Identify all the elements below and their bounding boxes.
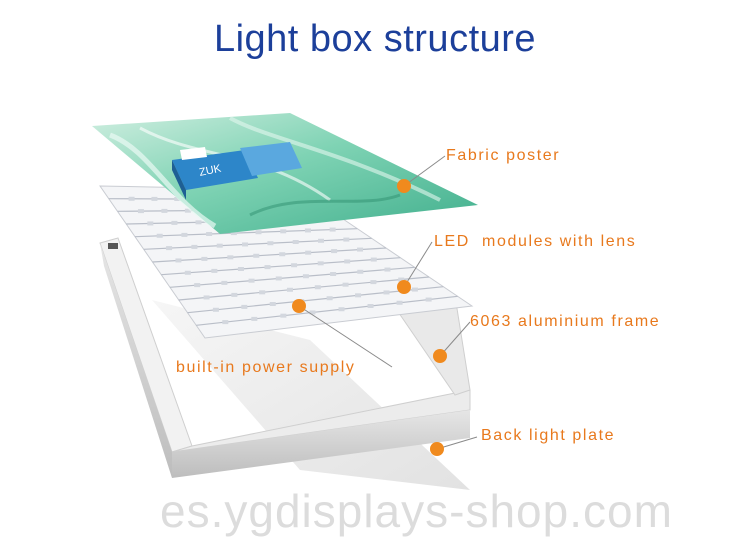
led-lens [174,197,181,201]
led-lens [211,268,218,273]
led-modules-label: LED modules with lens [434,233,637,250]
led-strip [169,266,415,288]
led-lens [355,293,362,298]
led-strip [178,276,430,301]
led-lens [338,307,345,312]
led-lens [253,253,260,258]
led-lens [147,221,154,226]
led-lens [151,196,158,201]
led-lens [269,302,276,306]
back-light-plate-label: Back light plate [481,427,616,444]
led-lens [227,255,234,260]
led-lens [344,259,351,264]
led-lens [314,285,321,290]
led-lens [425,297,432,302]
led-lens [216,243,223,248]
led-lens [156,233,163,238]
led-lens [280,313,287,318]
led-lens [330,272,337,276]
led-lens [326,296,333,301]
led-strip [152,247,387,263]
led-lens [309,310,316,315]
led-lens [230,231,237,236]
led-lens [291,263,298,268]
aluminium-frame-label: 6063 aluminium frame [470,313,661,330]
led-modules-marker [397,280,411,294]
led-lens [237,267,244,271]
back-plate-marker [430,442,444,456]
led-lens [206,232,213,236]
led-lens [370,257,377,262]
led-lens [128,196,135,201]
aluminium-frame [99,237,471,478]
led-lens [302,274,309,279]
watermark: es.ygdisplays-shop.com [160,485,673,537]
led-lens [329,227,336,232]
fabric-poster-label: Fabric poster [446,147,561,164]
led-lens [203,295,210,300]
led-lens [194,283,201,288]
led-lens [275,276,282,281]
led-lens [396,300,403,305]
led-lens [367,304,374,308]
led-lens [221,280,228,285]
led-lens [411,287,418,292]
power-supply-label: built-in power supply [176,359,356,376]
led-lens [279,252,286,257]
led-strip [134,228,358,238]
led-lens [241,304,248,309]
frame-marker [433,349,447,363]
led-lens [398,277,405,282]
callout-markers [292,179,447,456]
led-lens [264,265,271,270]
led-lens [331,249,338,254]
led-lens [166,246,173,251]
led-lens [184,208,191,213]
led-lens [317,261,324,266]
led-lens [184,270,191,275]
led-strip [196,295,458,326]
led-strip [143,237,372,250]
fabric-poster-marker [397,179,411,193]
led-lens [175,258,182,263]
led-lens [191,244,198,249]
led-lens [304,228,311,233]
led-lens [342,282,349,287]
led-lens [343,237,350,242]
led-lens [357,269,364,274]
led-lens [248,278,255,283]
led-lens [181,232,188,237]
led-lens [383,290,390,295]
led-lens [305,250,312,255]
page-title: Light box structure [213,18,537,60]
led-lens [251,316,258,321]
led-lens [318,238,325,243]
led-lens [280,229,287,234]
led-lens [292,240,299,244]
led-lens [357,247,364,252]
led-lens [201,256,208,261]
power-supply-marker [292,299,306,313]
led-lens [259,290,266,295]
led-lens [231,292,238,297]
led-lens [286,287,293,292]
led-lens [267,241,274,246]
led-strip [161,257,401,276]
led-lens [212,307,219,312]
led-lens [384,267,391,272]
led-lens [255,230,262,235]
led-lens [242,242,249,247]
led-lens [161,208,168,213]
led-lens [195,220,202,225]
led-lens [222,320,229,325]
poster-brand-text: ZUK [198,162,223,178]
led-lens [370,280,377,285]
led-lens [137,209,144,214]
led-lens [171,220,178,225]
